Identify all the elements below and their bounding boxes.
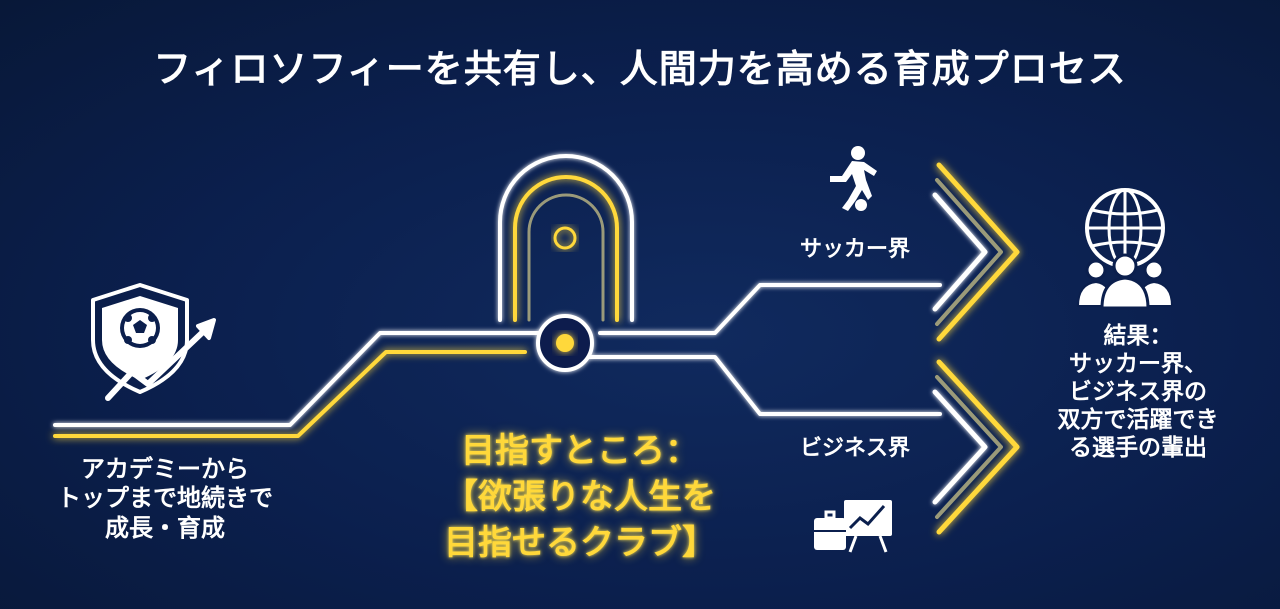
academy-caption: アカデミーから トップまで地続きで 成長・育成	[20, 455, 310, 543]
soccer-branch-label: サッカー界	[799, 237, 910, 262]
business-branch-label: ビジネス界	[799, 436, 910, 461]
result-caption: 結果： サッカー界、 ビジネス界の 双方で活躍でき る選手の輩出	[1018, 322, 1258, 462]
goal-node	[536, 226, 594, 372]
academy-caption-line: アカデミーから	[81, 455, 249, 483]
arrow-soccer	[768, 162, 1020, 342]
goal-line: 目指すところ：	[461, 431, 699, 471]
goal-line: 目指せるクラブ】	[444, 523, 716, 564]
goal-line: 【欲張りな人生を	[444, 477, 716, 518]
globe-people-icon	[1076, 188, 1174, 310]
goal-statement: 目指すところ： 【欲張りな人生を 目指せるクラブ】	[380, 428, 780, 567]
main-path-yellow	[53, 350, 527, 438]
result-line: ビジネス界の	[1069, 379, 1207, 406]
briefcase-chart-icon	[814, 500, 892, 553]
main-path-white	[53, 283, 942, 427]
soccer-player-icon	[830, 146, 877, 211]
shield-soccer-ball-growth-icon	[91, 283, 216, 401]
academy-caption-line: トップまで地続きで	[57, 484, 273, 513]
arrow-business	[768, 359, 1020, 535]
page-title: フィロソフィーを共有し、人間力を高める育成プロセス	[153, 47, 1127, 91]
result-line: サッカー界、	[1069, 351, 1207, 378]
result-line: 双方で活躍でき	[1057, 407, 1219, 434]
goal-arch	[498, 154, 634, 322]
academy-caption-line: 成長・育成	[105, 513, 225, 542]
result-line: 結果：	[1103, 323, 1173, 349]
result-line: る選手の輩出	[1069, 435, 1207, 462]
